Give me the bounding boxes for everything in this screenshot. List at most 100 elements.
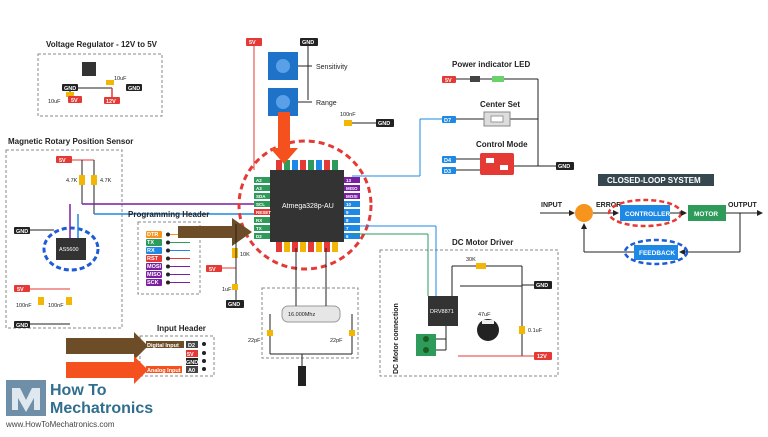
driver-electrolytic-cap [477, 319, 499, 341]
mcu-right-pin-4: 9 [346, 210, 349, 215]
center-set-title: Center Set [480, 100, 520, 109]
reg-cap-out [106, 80, 114, 85]
control-mode-switch[interactable] [480, 153, 514, 175]
closed-loop-diagram: CLOSED-LOOP SYSTEM INPUT ERROR CONTROLLE… [540, 174, 763, 266]
reset-5v-tag: 5V [209, 267, 216, 273]
prog-pin-tx: TX [147, 240, 154, 246]
prog-pin-sck: SCK [147, 280, 159, 286]
driver-c47uf-label: 47uF [478, 312, 491, 318]
prog-pin-dtr: DTR [147, 232, 158, 238]
right-panel-components: Power indicator LED 5V Center Set D7 Con… [352, 60, 574, 177]
pot-5v-tag: 5V [249, 40, 256, 46]
reset-resistor-label: 10K [240, 252, 250, 258]
mcu-label: Atmega328p-AU [282, 203, 334, 210]
drv8871-chip [428, 296, 458, 326]
mcu-left-pin-3: SCL [256, 202, 265, 207]
feedback-label: FEEDBACK [639, 250, 675, 257]
regulator-chip [82, 62, 96, 76]
crystal-cap1-label: 22pF [248, 338, 261, 344]
input-a0-tag: A0 [188, 368, 195, 374]
analog-input-tag: Analog Input [147, 368, 181, 374]
crystal-cap2-label: 22pF [330, 338, 343, 344]
mcu-gnd-tag: GND [378, 121, 390, 127]
prog-pin-rx: RX [147, 248, 155, 254]
input-5v-tag: 5V [187, 352, 194, 358]
sensor-r1-label: 4.7K [66, 178, 78, 184]
sensor-5v-tag: 5V [59, 158, 66, 164]
mcu-right-pin-3: 10 [346, 202, 352, 207]
sensitivity-label: Sensitivity [316, 64, 348, 71]
sensor-gnd-tag: GND [16, 229, 28, 235]
mcu-right-pin-1: MISO [346, 186, 358, 191]
mcu-left-pin-5: RX [256, 218, 262, 223]
motor-connection-label: DC Motor connection [393, 303, 400, 374]
drv8871-label: DRV8871 [430, 309, 454, 315]
loop-input-label: INPUT [541, 202, 563, 209]
as5600-chip [56, 238, 86, 260]
pot-arrow [270, 112, 298, 164]
loop-output-label: OUTPUT [728, 202, 758, 209]
driver-gnd-tag: GND [536, 283, 548, 289]
motor-driver-title: DC Motor Driver [452, 238, 513, 247]
magnetic-sensor-block: Magnetic Rotary Position Sensor 5V 4.7K … [5, 137, 255, 329]
controller-label: CONTROLLER [625, 211, 670, 218]
prog-pin-rst: RST [147, 256, 159, 262]
driver-c01uf-label: 0.1uF [528, 328, 543, 334]
motor-driver-block: DC Motor Driver DRV8871 30K GND 47uF 0.1… [352, 225, 559, 377]
crystal-label: 16.000Mhz [288, 312, 315, 318]
driver-12v-tag: 12V [537, 354, 547, 360]
power-led [492, 76, 504, 82]
led-5v-tag: 5V [445, 78, 452, 84]
driver-r30k-label: 30K [466, 257, 476, 263]
input-gnd-tag: GND [186, 360, 198, 366]
mcu-right-pin-6: 7 [346, 226, 349, 231]
control-mode-title: Control Mode [476, 140, 528, 149]
mcu-left-pin-4: RESET [256, 210, 271, 215]
reg-5v-tag: 5V [71, 98, 78, 104]
input-header-title: Input Header [157, 324, 206, 333]
reset-cap-label: 1uF [222, 287, 232, 293]
control-gnd-tag: GND [558, 164, 570, 170]
mcu-left-pin-0: A2 [256, 178, 262, 183]
reg-cap-in-label: 10uF [48, 99, 61, 105]
mcu-right-pin-5: 8 [346, 218, 349, 223]
controller-box [620, 205, 670, 221]
mcu-right-pin-0: 13 [346, 178, 352, 183]
crystal-gnd-tag: GND [306, 367, 312, 379]
programming-header-title: Programming Header [128, 210, 209, 219]
reg-gnd-tag: GND [64, 86, 76, 92]
sensor-c1-label: 100nF [16, 303, 32, 309]
magnetic-sensor-title: Magnetic Rotary Position Sensor [8, 137, 133, 146]
header-arrow [178, 218, 252, 246]
reset-crystal-block: 5V 10K 1uF GND 16.000Mhz 22pF 22pF GND [206, 224, 359, 386]
as5600-label: AS5600 [59, 247, 79, 253]
sensor-highlight [42, 226, 100, 272]
summing-junction [575, 204, 593, 222]
reg-gnd-tag-2: GND [128, 86, 140, 92]
sensor-r2-label: 4.7K [100, 178, 112, 184]
potentiometers: 5V GND Sensitivity Range 100nF GND [246, 38, 394, 170]
reg-cap-in [66, 92, 74, 97]
mcu-left-pin-2: SDA [256, 194, 266, 199]
feedback-box [634, 245, 678, 260]
sensor-5v-tag-2: 5V [17, 287, 24, 293]
sensor-c2-label: 100nF [48, 303, 64, 309]
center-d7-tag: D7 [444, 118, 451, 124]
closed-loop-title: CLOSED-LOOP SYSTEM [607, 176, 701, 185]
mcu-decoupling-label: 100nF [340, 112, 356, 118]
digital-input-tag: Digital Input [147, 343, 179, 349]
sensor-gnd-tag-2: GND [16, 323, 28, 329]
mcu-left-pin-1: A3 [256, 186, 262, 191]
control-d4-tag: D4 [444, 158, 452, 164]
prog-pin-miso: MISO [147, 272, 162, 278]
crystal [281, 305, 341, 323]
feedback-highlight [623, 238, 689, 266]
motor-terminal [416, 334, 436, 356]
control-d3-tag: D3 [444, 169, 451, 175]
reset-gnd-tag: GND [228, 302, 240, 308]
pot-gnd-tag: GND [302, 40, 314, 46]
logo-url: www.HowToMechatronics.com [5, 420, 115, 429]
voltage-regulator-title: Voltage Regulator - 12V to 5V [46, 40, 158, 49]
